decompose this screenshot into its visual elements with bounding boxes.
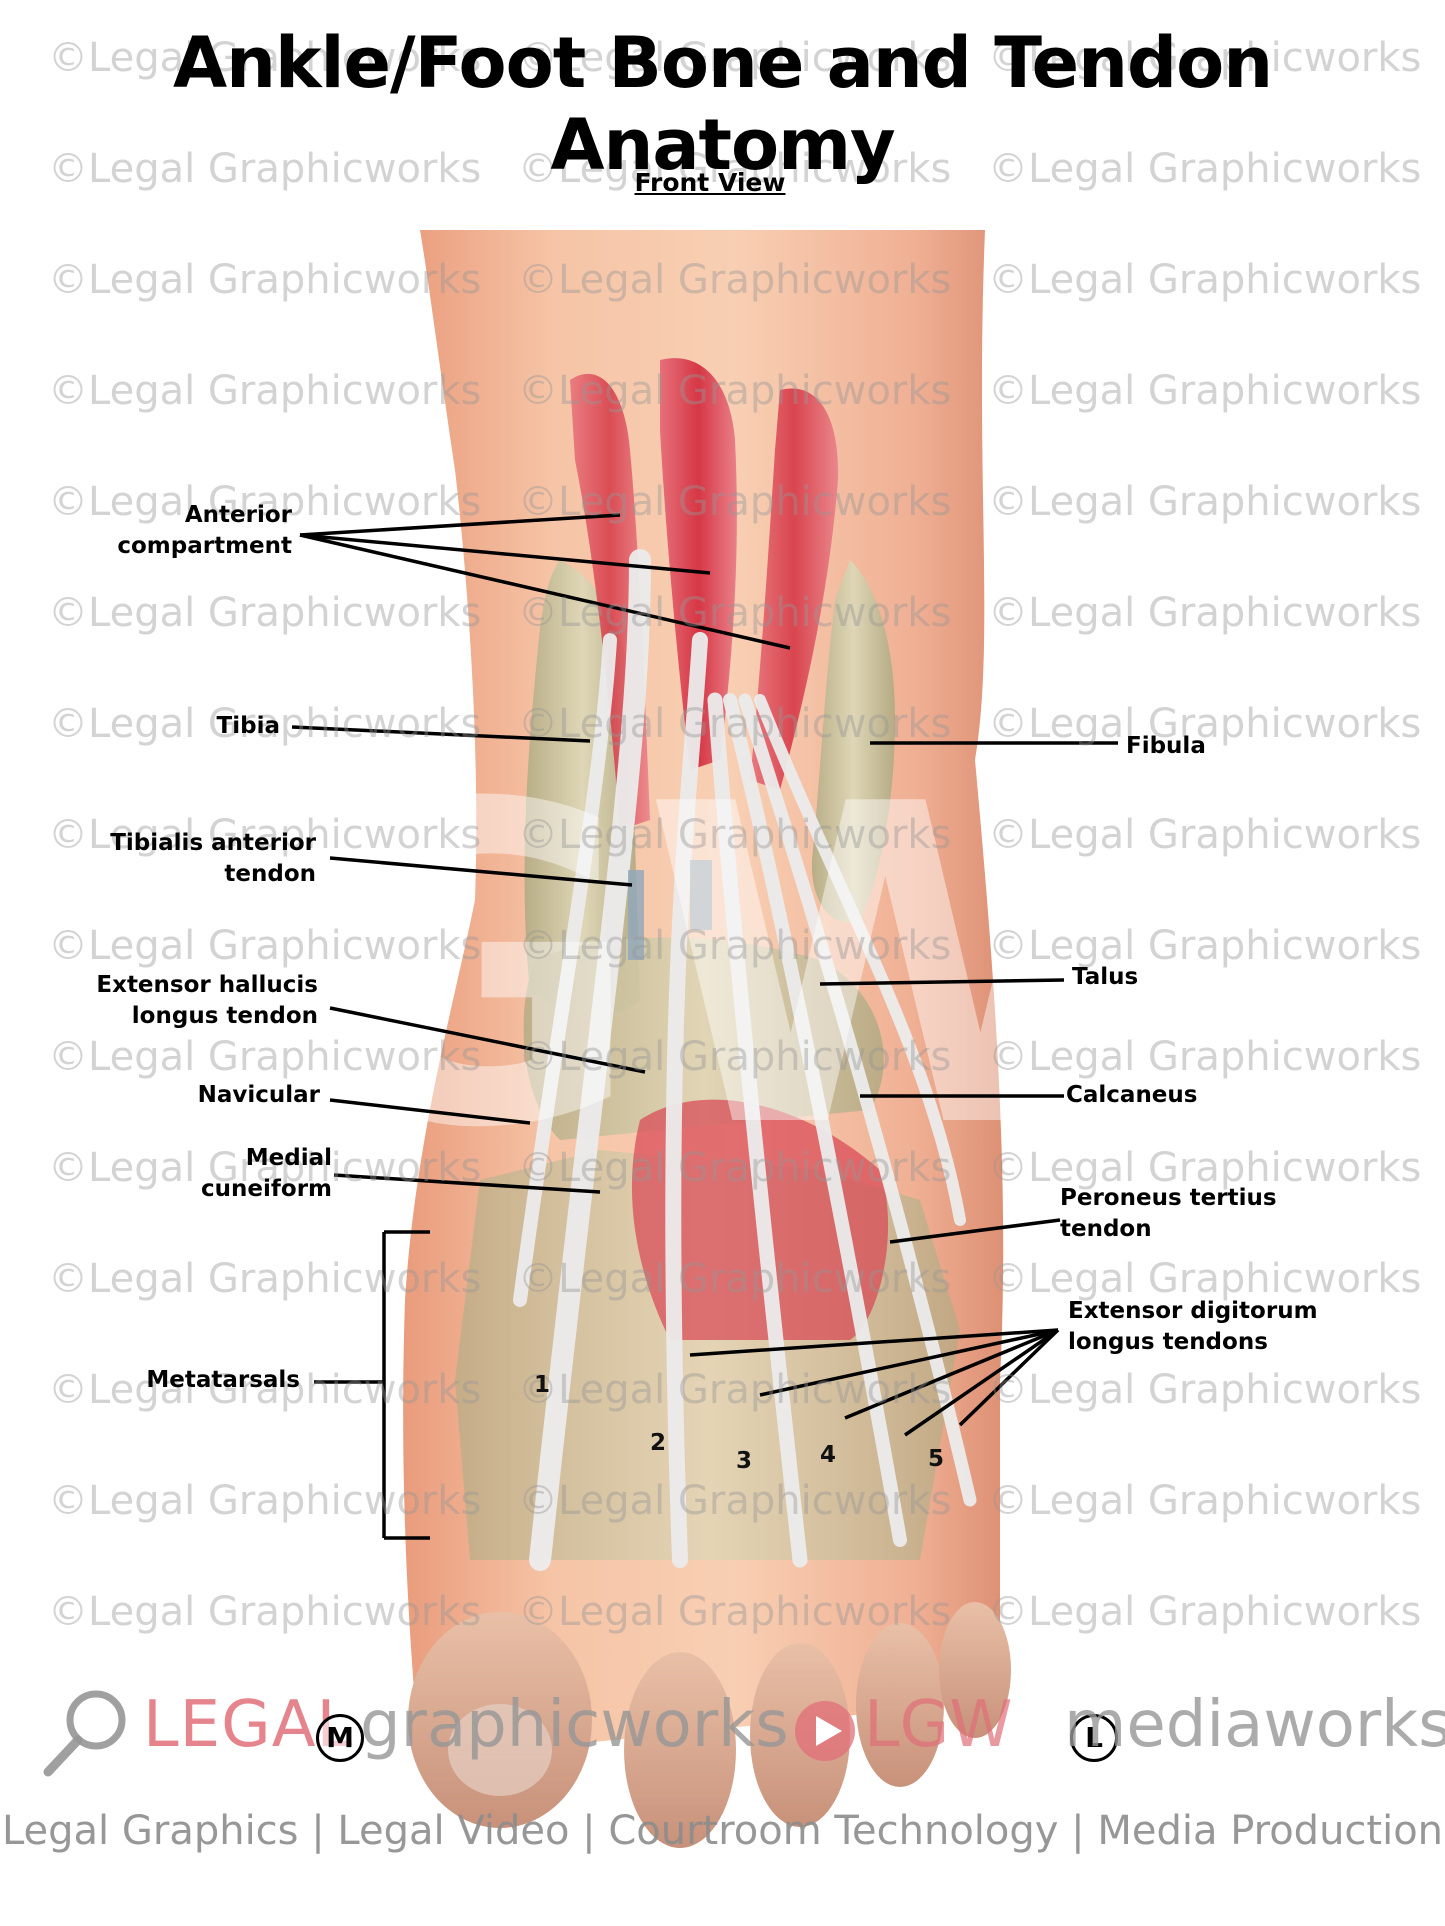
watermark: ©Legal Graphicworks <box>988 1367 1422 1413</box>
brand-bar: LEGAL M graphicworks LGW L mediaworks <box>40 1688 1445 1778</box>
label-calcaneus: Calcaneus <box>1066 1082 1198 1108</box>
toe-4 <box>856 1623 944 1787</box>
brand-graphicworks: graphicworks <box>360 1688 789 1762</box>
watermark: ©Legal Graphicworks <box>48 1034 482 1080</box>
watermark: ©Legal Graphicworks <box>48 1589 482 1635</box>
magnifier-icon <box>43 1690 126 1777</box>
metatarsal-number-1: 1 <box>534 1372 551 1398</box>
tendons <box>513 549 977 1571</box>
label-metatarsals: Metatarsals <box>146 1367 300 1393</box>
watermark: ©Legal Graphicworks <box>48 1367 482 1413</box>
big-toe-nail <box>448 1704 552 1796</box>
watermark: ©Legal Graphicworks <box>518 590 952 636</box>
watermark: ©Legal Graphicworks <box>988 479 1422 525</box>
brand-tagline: Legal Graphics | Legal Video | Courtroom… <box>1 1808 1444 1854</box>
watermark: ©Legal Graphicworks <box>988 146 1422 192</box>
watermark: ©Legal Graphicworks <box>518 1034 952 1080</box>
watermark: ©Legal Graphicworks <box>48 257 482 303</box>
watermark: ©Legal Graphicworks <box>988 257 1422 303</box>
label-extensor-digitorum-longus-tendons: Extensor digitorum longus tendons <box>1068 1298 1318 1355</box>
brand-mediaworks: mediaworks <box>1064 1688 1445 1762</box>
page-title: Ankle/Foot Bone and Tendon Anatomy <box>172 22 1273 186</box>
label-extensor-hallucis-longus-tendon: Extensor hallucis longus tendon <box>96 972 318 1029</box>
watermark: ©Legal Graphicworks <box>988 368 1422 414</box>
watermark: ©Legal Graphicworks <box>518 146 952 192</box>
l-badge: L <box>1070 1714 1118 1762</box>
watermark: ©Legal Graphicworks <box>518 812 952 858</box>
center-logo: GW <box>282 712 1128 1224</box>
play-icon <box>795 1701 855 1761</box>
view-subtitle: Front View <box>634 168 786 197</box>
label-medial-cuneiform: Medial cuneiform <box>201 1145 332 1202</box>
watermark: ©Legal Graphicworks <box>988 1256 1422 1302</box>
watermark: ©Legal Graphicworks <box>988 590 1422 636</box>
metatarsal-number-5: 5 <box>928 1446 945 1472</box>
label-tibia: Tibia <box>216 713 280 739</box>
watermark: ©Legal Graphicworks <box>48 1478 482 1524</box>
watermark: ©Legal Graphicworks <box>988 1034 1422 1080</box>
label-navicular: Navicular <box>197 1082 320 1108</box>
watermark: ©Legal Graphicworks <box>518 1589 952 1635</box>
watermark: ©Legal Graphicworks <box>988 1478 1422 1524</box>
watermark: ©Legal Graphicworks <box>518 1256 952 1302</box>
label-tibialis-anterior-tendon: Tibialis anterior tendon <box>110 830 316 887</box>
watermark: ©Legal Graphicworks <box>518 701 952 747</box>
tibialis-tendon-sheath <box>628 870 644 960</box>
watermark: ©Legal Graphicworks <box>48 701 482 747</box>
brand-lgw: LGW <box>864 1688 1013 1762</box>
label-talus: Talus <box>1072 964 1139 990</box>
watermark: ©Legal Graphicworks <box>48 1145 482 1191</box>
watermark: ©Legal Graphicworks <box>48 368 482 414</box>
watermark: ©Legal Graphicworks <box>48 146 482 192</box>
fibula-bone <box>811 560 895 922</box>
toe-2 <box>624 1652 736 1848</box>
watermark: ©Legal Graphicworks <box>518 479 952 525</box>
label-peroneus-tertius-tendon: Peroneus tertius tendon <box>1060 1185 1277 1242</box>
watermark: ©Legal Graphicworks <box>518 257 952 303</box>
watermark: ©Legal Graphicworks <box>48 1256 482 1302</box>
watermark: ©Legal Graphicworks <box>518 1478 952 1524</box>
watermark: ©Legal Graphicworks <box>988 923 1422 969</box>
watermark: ©Legal Graphicworks <box>48 590 482 636</box>
watermark: ©Legal Graphicworks <box>48 923 482 969</box>
extensor-tendon-sheath <box>690 860 712 930</box>
leader-lines <box>291 513 1118 1540</box>
watermark: ©Legal Graphicworks <box>988 812 1422 858</box>
watermark: ©Legal Graphicworks <box>48 812 482 858</box>
label-anterior-compartment: Anterior compartment <box>117 502 292 559</box>
watermark: ©Legal Graphicworks <box>988 35 1422 81</box>
watermark: ©Legal Graphicworks <box>48 35 482 81</box>
m-badge: M <box>316 1714 364 1762</box>
watermark: ©Legal Graphicworks <box>518 35 952 81</box>
watermark: ©Legal Graphicworks <box>518 1145 952 1191</box>
metatarsal-number-3: 3 <box>736 1448 753 1474</box>
muscle-right <box>750 388 839 790</box>
label-fibula: Fibula <box>1126 733 1206 759</box>
watermark: ©Legal Graphicworks <box>988 1145 1422 1191</box>
metatarsal-number-4: 4 <box>820 1442 837 1468</box>
muscle-center <box>660 358 737 770</box>
watermark: ©Legal Graphicworks <box>988 701 1422 747</box>
metatarsal-number-2: 2 <box>650 1430 667 1456</box>
watermark: ©Legal Graphicworks <box>518 1367 952 1413</box>
watermark: ©Legal Graphicworks <box>518 368 952 414</box>
watermark: ©Legal Graphicworks <box>518 923 952 969</box>
brand-legal: LEGAL <box>143 1688 354 1762</box>
watermark: ©Legal Graphicworks <box>48 479 482 525</box>
toe-5 <box>939 1602 1011 1738</box>
watermark: ©Legal Graphicworks <box>988 1589 1422 1635</box>
